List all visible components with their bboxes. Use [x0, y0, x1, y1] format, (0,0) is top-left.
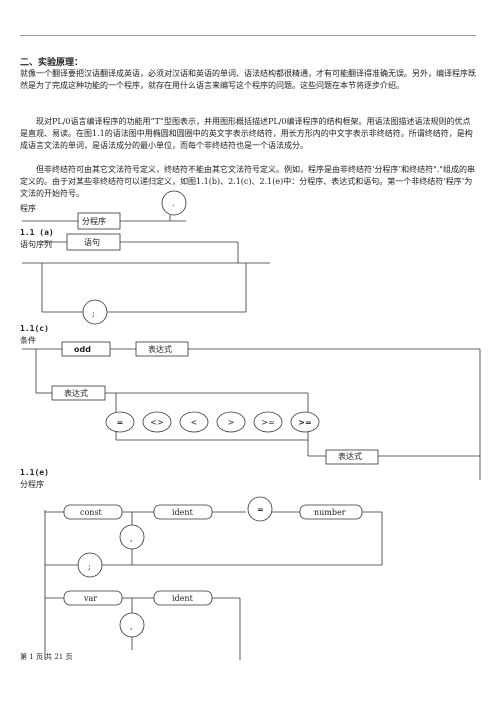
text-var: var [83, 594, 97, 603]
text-comma-1: , [130, 534, 133, 543]
paragraph-3: 但非终结符可由其它文法符号定义，终结符不能由其它文法符号定义。例如，程序是由非终… [20, 165, 475, 198]
terminal-semicolon [82, 299, 108, 325]
text-period: . [172, 199, 175, 208]
text-comma-2: , [130, 622, 133, 631]
page-footer: 第 1 页 共 21 页 [20, 653, 73, 661]
text-semicolon-a: ; [92, 309, 95, 318]
diagram-e-title: 分程序 [20, 480, 44, 489]
operator-ellipse-1 [142, 411, 172, 433]
operator-label-2: < [191, 418, 198, 427]
caption-1-1-a: 1.1 (a) [20, 228, 54, 237]
text-expr-1: 表达式 [148, 344, 172, 354]
operator-label-4: >= [261, 418, 274, 427]
text-ident-1: ident [172, 508, 194, 517]
text-subprogram: 分程序 [82, 216, 106, 226]
diagram-program-title: 程序 [20, 204, 36, 213]
operator-ellipse-2 [179, 411, 209, 433]
paragraph-2: 现对PL/0语言编译程序的功能用“T”型图表示，并用图形概括描述PL/0编译程序… [20, 117, 473, 150]
box-expr-3 [325, 449, 379, 465]
caption-1-1-e: 1.1(e) [20, 468, 49, 477]
section-heading: 二、实验原理： [20, 58, 84, 68]
diagram-c [22, 341, 481, 480]
text-expr-2: 表达式 [64, 388, 88, 398]
operator-label-5: >= [298, 418, 311, 427]
diagram-a-title: 语句序列 [20, 240, 52, 249]
text-expr-3: 表达式 [338, 451, 362, 461]
text-statement: 语句 [84, 237, 100, 247]
operator-label-0: = [117, 418, 124, 427]
text-number: number [314, 508, 346, 517]
operator-label-1: <> [150, 418, 163, 427]
diagram-program [22, 190, 187, 230]
text-equals: = [257, 505, 264, 514]
diagram-a [22, 233, 270, 325]
text-odd: odd [74, 345, 91, 354]
diagram-e [44, 496, 383, 660]
header-rule [20, 35, 476, 36]
operator-label-3: > [228, 418, 235, 427]
caption-1-1-c: 1.1(c) [20, 324, 49, 333]
text-ident-2: ident [172, 594, 194, 603]
diagram-c-title: 条件 [20, 336, 36, 345]
operator-ellipse-5 [290, 411, 320, 433]
operator-ellipse-4 [253, 411, 283, 433]
paragraph-1: 就像一个翻译要把汉语翻译成英语，必须对汉语和英语的单词、语法结构都很精通，才有可… [20, 69, 476, 90]
operator-ellipse-0 [105, 411, 135, 433]
terminal-equals [247, 496, 273, 522]
text-const: const [80, 508, 103, 517]
operator-ellipse-3 [216, 411, 246, 433]
text-semicolon-e: ; [88, 562, 91, 571]
terminal-period [161, 190, 187, 216]
